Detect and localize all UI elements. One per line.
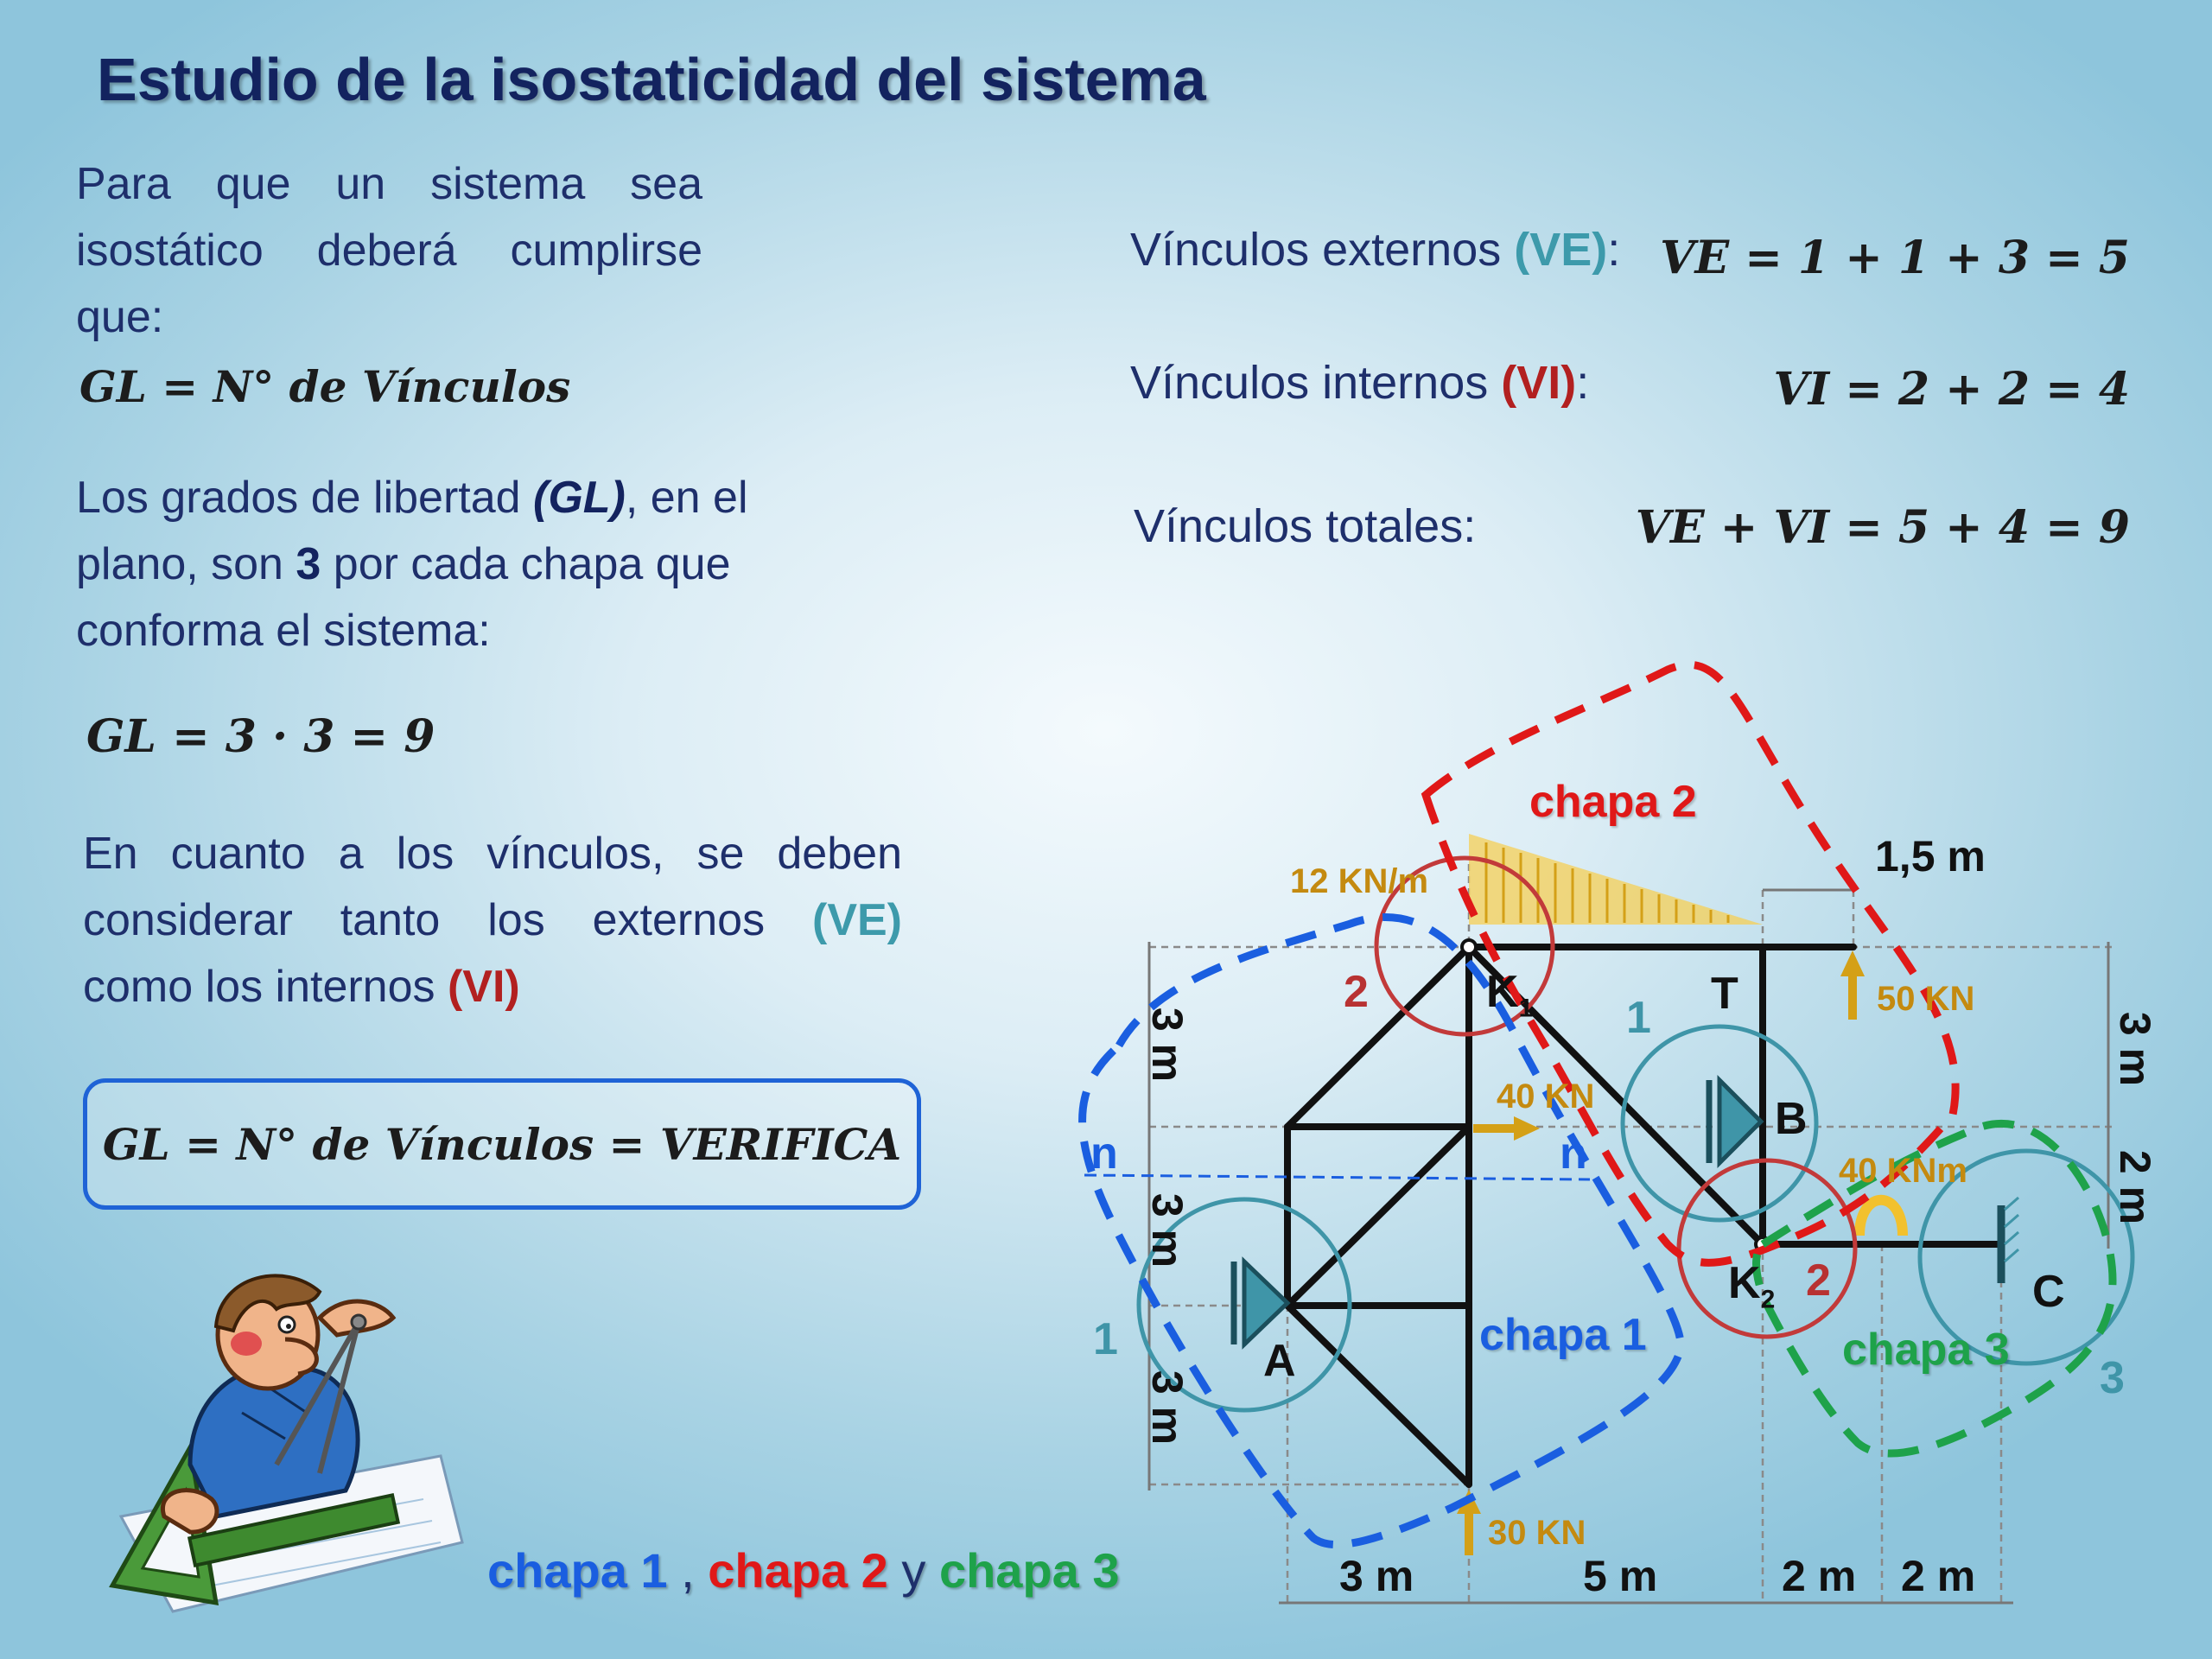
- ve-code: (VE): [812, 895, 902, 945]
- ve-equation: VE = 1 + 1 + 3 = 5: [1660, 232, 2130, 284]
- node-a-label: A: [1263, 1336, 1296, 1386]
- n-label-right: n: [1560, 1128, 1587, 1179]
- chapa-2-label: chapa 2: [1529, 777, 1697, 827]
- vinc-text-line-3: como los internos (VI): [83, 954, 520, 1020]
- gl-code: (GL): [533, 473, 626, 523]
- n-label-left: n: [1090, 1128, 1118, 1179]
- link-circles: [1136, 855, 2135, 1413]
- legend-chapa-3: chapa 3: [938, 1543, 1120, 1598]
- equation-gl-value: GL = 3 · 3 = 9: [86, 710, 435, 763]
- chapa-legend: chapa 1 , chapa 2 y chapa 3: [487, 1542, 1120, 1599]
- ve-colon: :: [1607, 224, 1621, 276]
- dim-2m-right: 2 m: [2111, 1149, 2160, 1225]
- chapa-3-label: chapa 3: [1842, 1325, 2010, 1375]
- intro-line-1: Para que un sistema sea: [76, 159, 702, 209]
- load-12kn-label: 12 KN/m: [1290, 862, 1429, 900]
- vt-equation: VE + VI = 5 + 4 = 9: [1635, 501, 2130, 554]
- distributed-load-hatch: [1484, 842, 1730, 923]
- dim-3m-right: 3 m: [2111, 1011, 2160, 1087]
- vi-label-code: (VI): [1501, 357, 1577, 409]
- verification-box: GL = N° de Vínculos = VERIFICA: [83, 1078, 921, 1210]
- dim-3m-left-b: 3 m: [1143, 1192, 1192, 1268]
- frame-members: [1284, 944, 2005, 1488]
- moment-arrow: [1854, 1194, 1908, 1236]
- node-c-label: C: [2032, 1267, 2065, 1317]
- chapa-3-boundary: [1752, 1119, 2117, 1458]
- verification-equation: GL = N° de Vínculos = VERIFICA: [102, 1118, 902, 1170]
- k2-letter: K: [1728, 1258, 1761, 1308]
- gl-text-1b: , en el: [625, 473, 748, 523]
- gl-text-line-2: plano, son 3 por cada chapa que: [76, 531, 836, 598]
- vinc-text-line-1: En cuanto a los vínculos, se deben: [83, 829, 902, 879]
- legend-sep-2: y: [887, 1543, 939, 1598]
- gl-text-line-3: conforma el sistema:: [76, 606, 491, 656]
- point-loads: [1457, 950, 1865, 1555]
- ve-label: Vínculos externos: [1130, 224, 1515, 276]
- legend-chapa-1: chapa 1: [487, 1543, 668, 1598]
- vt-label: Vínculos totales:: [1134, 500, 1477, 552]
- load-30kn-label: 30 KN: [1488, 1514, 1586, 1552]
- support-b-icon: [1717, 1074, 1764, 1169]
- dim-3m-bottom: 3 m: [1339, 1552, 1414, 1600]
- k1-letter: K: [1486, 967, 1519, 1017]
- legend-chapa-2: chapa 2: [708, 1543, 888, 1598]
- support-a-icon: [1242, 1256, 1291, 1350]
- dim-5m-bottom: 5 m: [1583, 1552, 1658, 1600]
- gl-text-1a: Los grados de libertad: [76, 473, 534, 523]
- dim-3m-left-c: 3 m: [1143, 1370, 1192, 1446]
- load-50kn-label: 50 KN: [1877, 980, 1975, 1018]
- k1-sub: 1: [1518, 994, 1534, 1023]
- legend-sep-1: ,: [667, 1543, 709, 1598]
- chapa-2-boundary: [1421, 660, 1960, 1267]
- node-k1-label: K1: [1486, 966, 1533, 1023]
- vi-row-label: Vínculos internos (VI):: [1130, 356, 1589, 410]
- link-count-a: 1: [1093, 1314, 1118, 1364]
- link-count-c: 3: [2100, 1353, 2125, 1403]
- dim-1-5m: 1,5 m: [1875, 832, 1986, 880]
- node-b-label: B: [1775, 1094, 1808, 1144]
- gl-three: 3: [296, 539, 321, 589]
- vinc-text-3a: como los internos: [83, 962, 448, 1012]
- link-count-k2: 2: [1806, 1255, 1831, 1306]
- gl-text-2a: plano, son: [76, 539, 296, 589]
- link-count-k1: 2: [1344, 967, 1369, 1017]
- vi-label: Vínculos internos: [1130, 357, 1502, 409]
- hinge-k1-icon: [1460, 938, 1478, 956]
- node-t-label: T: [1711, 969, 1738, 1019]
- vi-code: (VI): [447, 962, 520, 1012]
- load-40kn-label: 40 KN: [1497, 1077, 1595, 1116]
- engineer-illustration: [109, 1274, 464, 1613]
- link-count-b: 1: [1626, 993, 1651, 1043]
- moment-label: 40 KNm: [1839, 1152, 1967, 1190]
- node-k2-label: K2: [1728, 1257, 1775, 1314]
- vi-colon: :: [1576, 357, 1590, 409]
- vi-equation: VI = 2 + 2 = 4: [1773, 363, 2130, 416]
- vinc-text-2a: considerar tanto los externos: [83, 895, 812, 945]
- dimension-lines: [1147, 888, 2110, 1605]
- chapa-1-label: chapa 1: [1479, 1310, 1647, 1360]
- dim-2m-bottom-b: 2 m: [1901, 1552, 1976, 1600]
- dim-2m-bottom-a: 2 m: [1782, 1552, 1857, 1600]
- k2-sub: 2: [1760, 1285, 1776, 1314]
- vinc-text-line-2: considerar tanto los externos (VE): [83, 887, 902, 954]
- ve-row-label: Vínculos externos (VE):: [1130, 223, 1620, 276]
- intro-line-2: isostático deberá cumplirse: [76, 226, 702, 276]
- intro-line-3: que:: [76, 292, 164, 342]
- dim-3m-left-a: 3 m: [1143, 1007, 1192, 1083]
- line-n-n: [1084, 1173, 1591, 1181]
- distributed-load: [1469, 834, 1763, 925]
- gl-text-2b: por cada chapa que: [321, 539, 731, 589]
- page-title: Estudio de la isostaticidad del sistema: [97, 46, 1206, 113]
- ve-label-code: (VE): [1514, 224, 1608, 276]
- equation-gl-vinculos: GL = N° de Vínculos: [79, 361, 571, 412]
- gl-text-line-1: Los grados de libertad (GL), en el: [76, 465, 836, 531]
